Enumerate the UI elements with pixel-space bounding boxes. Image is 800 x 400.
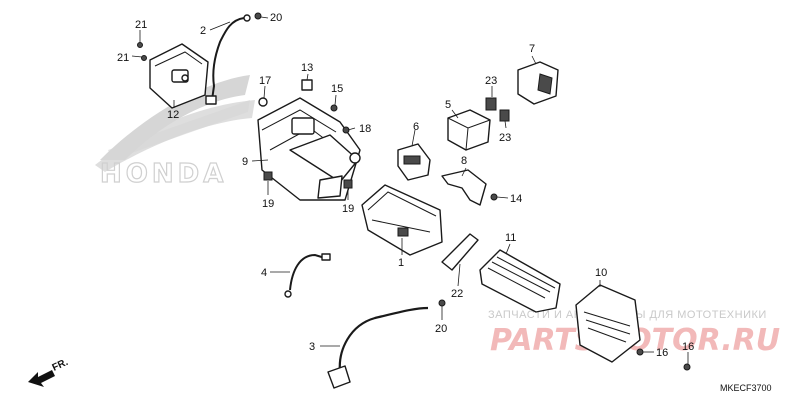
front-direction-label: FR. (51, 357, 70, 374)
part-22-plate (441, 233, 479, 271)
callout-5: 5 (445, 99, 451, 111)
callout-19: 19 (342, 203, 354, 215)
callout-14: 14 (510, 193, 522, 205)
callout-11: 11 (505, 232, 516, 244)
callout-21: 21 (135, 19, 147, 31)
part-9-fuse-box-bracket (257, 97, 361, 201)
callout-9: 9 (242, 156, 248, 168)
callout-4: 4 (261, 267, 267, 279)
part-12-cover (149, 43, 209, 109)
callout-23: 23 (485, 75, 497, 87)
part-1-battery-box (361, 184, 443, 256)
part-5-relay (447, 109, 491, 151)
front-direction-indicator: FR. (28, 357, 70, 387)
front-arrow-icon (28, 370, 55, 387)
callout-20: 20 (270, 12, 282, 24)
part-3-battery-cable (327, 306, 429, 389)
part-2-cable (205, 14, 251, 105)
callout-8: 8 (461, 155, 467, 167)
part-6-connector-cover (397, 143, 431, 181)
callout-17: 17 (259, 75, 271, 87)
callout-6: 6 (413, 121, 419, 133)
callout-3: 3 (309, 341, 315, 353)
callout-10: 10 (595, 267, 607, 279)
callout-7: 7 (529, 43, 535, 55)
callout-19: 19 (262, 198, 274, 210)
part-4-lead (284, 253, 331, 298)
callout-23: 23 (499, 132, 511, 144)
callout-12: 12 (167, 109, 179, 121)
callout-1: 1 (398, 257, 404, 269)
callout-22: 22 (451, 288, 463, 300)
callout-21: 21 (117, 52, 129, 64)
callout-20: 20 (435, 323, 447, 335)
part-7-relay-holder (517, 61, 559, 105)
part-23-small-relays (485, 97, 510, 122)
callout-2: 2 (200, 25, 206, 37)
honda-wordmark: HONDA (100, 159, 227, 189)
callout-13: 13 (301, 62, 313, 74)
callout-16: 16 (656, 347, 668, 359)
leader-lines (131, 16, 689, 364)
part-11-regulator (479, 249, 561, 313)
diagram-code: MKECF3700 (720, 383, 772, 393)
callout-16: 16 (682, 341, 694, 353)
callout-15: 15 (331, 83, 343, 95)
part-8-bracket (441, 169, 487, 206)
callout-18: 18 (359, 123, 371, 135)
callouts: 21 21 2 20 12 17 13 15 18 9 19 19 6 5 7 … (117, 12, 694, 359)
